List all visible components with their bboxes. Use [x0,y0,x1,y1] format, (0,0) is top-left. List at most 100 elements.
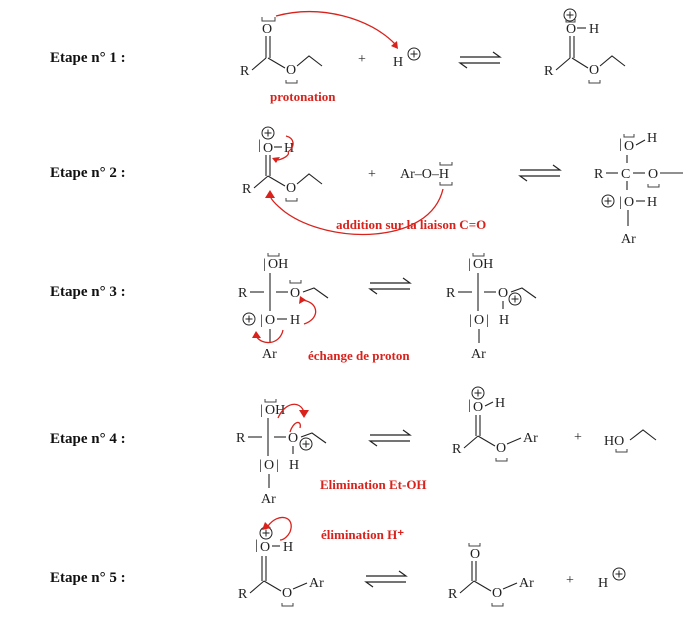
positive-charge-icon [508,292,522,306]
step-5-product-aryl-ester: O R O Ar [448,543,534,607]
bar: | [468,398,471,413]
ether-oxygen: O [474,313,484,328]
step-1-reactant-ester: R O O [240,17,323,84]
step-3-annotation: échange de proton [308,348,410,363]
oxonium-oxygen: O [265,313,275,328]
step-1-annotation: protonation [270,89,336,104]
ester-oxygen: O [492,586,502,601]
oxonium-h: H [283,540,293,555]
bar: | [486,313,489,328]
step-2-label: Etape n° 2 : [50,165,126,181]
ethoxy-oxygen: O [290,286,300,301]
curved-arrow-icon [275,11,396,45]
curved-arrow-icon [267,516,292,541]
aryl-group: Ar [309,576,324,591]
aryl-group: Ar [262,347,277,362]
equilibrium-arrow-icon [364,570,408,588]
bar: | [276,458,279,473]
step-4-label: Etape n° 4 : [50,431,126,447]
arrowhead-icon [299,296,306,304]
positive-charge-icon [612,567,626,581]
plus-sign: + [566,573,574,588]
lone-pair-icon [264,399,277,403]
r-group: R [446,286,456,301]
arrowhead-icon [299,410,309,418]
r-group: R [452,442,462,457]
plus-sign: + [368,167,376,182]
hydroxyl-group: OH [268,257,288,272]
oxonium-h: H [495,396,505,411]
lone-pair-icon [588,80,601,84]
bar: | [619,137,622,152]
ester-oxygen: O [286,63,296,78]
released-proton: H [598,567,626,591]
bar: | [263,257,266,272]
step-5-annotation: élimination H⁺ [321,527,404,542]
lone-pair-icon [289,280,302,284]
lone-pair-icon [281,603,294,607]
r-group: R [236,431,246,446]
r-group: R [544,64,554,79]
proton: H [393,47,421,70]
ethanol-ho: HO [604,434,624,449]
oxonium-oxygen: O [260,540,270,555]
bar: | [258,138,261,153]
lone-pair-icon [468,543,481,547]
bar: | [260,313,263,328]
lone-pair-icon [565,19,576,23]
proton-h: H [598,576,608,591]
step-4-annotation: Elimination Et-OH [320,477,427,492]
step-1-product-protonated-ester: O H R O [544,8,626,84]
plus-sign: + [574,430,582,445]
arrowhead-icon [265,190,275,198]
hydroxyl-group: OH [473,257,493,272]
r-group: R [448,587,458,602]
oxonium-h: H [499,313,509,328]
ethoxy-oxonium-oxygen: O [288,431,298,446]
positive-charge-icon [471,386,485,400]
r-group: R [594,167,604,182]
step-5-label: Etape n° 5 : [50,570,126,586]
r-group: R [240,64,250,79]
positive-charge-icon [299,437,313,451]
plus-sign: + [358,52,366,67]
oxonium-h: H [290,313,300,328]
bar: | [619,195,622,210]
lone-pair-icon [491,603,504,607]
equilibrium-arrow-icon [368,277,412,295]
bar: | [255,538,258,553]
phenol-nucleophile: Ar–O–H [400,162,453,186]
arrowhead-icon [391,41,398,49]
r-group: R [242,182,252,197]
lone-pair-icon [647,184,660,188]
oxonium-h: H [289,458,299,473]
ester-oxygen: O [589,63,599,78]
equilibrium-arrow-icon [518,164,562,182]
lone-pair-icon [285,198,298,202]
bar: | [259,458,262,473]
curved-arrow-icon [269,188,444,235]
step-3-reactant: | OH R O | O H Ar [238,253,329,362]
phenol-formula: Ar–O–H [400,167,449,182]
ether-oxygen: O [264,458,274,473]
arrowhead-icon [272,157,280,163]
step-2-product-tetrahedral-intermediate: | O H R C O | O H Ar [594,131,683,247]
lone-pair-icon [439,182,453,186]
proton-h: H [393,55,403,70]
lone-pair-icon [267,253,280,257]
lone-pair-icon [285,80,298,84]
positive-charge-icon [242,312,256,326]
oxonium-h: H [647,195,657,210]
hydroxyl-h: H [647,131,657,146]
step-2-reactant-protonated-ester: | O H R O [242,126,323,202]
oxonium-oxygen: O [473,400,483,415]
hydroxyl-oxygen: O [624,139,634,154]
aryl-group: Ar [519,576,534,591]
aryl-group: Ar [261,492,276,507]
aryl-group: Ar [523,431,538,446]
step-2-annotation: addition sur la liaison C=O [336,217,486,232]
oxonium-oxygen: O [566,22,576,37]
step-3-product: | OH R O H | O | Ar [446,253,537,362]
ethoxy-oxonium-oxygen: O [498,286,508,301]
